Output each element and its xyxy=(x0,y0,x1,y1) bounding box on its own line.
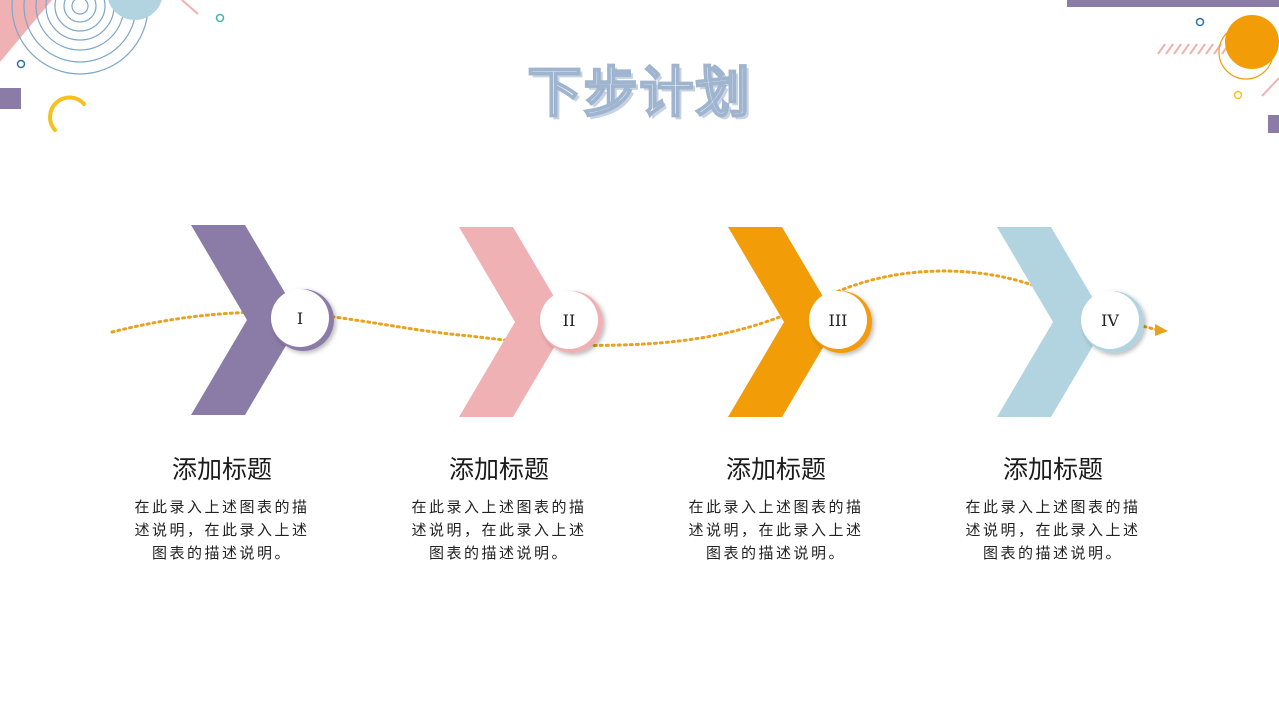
step-3-description: 在此录入上述图表的描述说明，在此录入上述图表的描述说明。 xyxy=(684,496,868,565)
step-2-heading: 添加标题 xyxy=(399,452,599,488)
step-2-chevron-group: II xyxy=(459,227,603,417)
step-1-chevron-group: I xyxy=(191,225,334,415)
dotted-connector-arrowhead xyxy=(1155,324,1168,336)
step-4-description: 在此录入上述图表的描述说明，在此录入上述图表的描述说明。 xyxy=(961,496,1145,565)
step-1-description: 在此录入上述图表的描述说明，在此录入上述图表的描述说明。 xyxy=(130,496,314,565)
step-2-description: 在此录入上述图表的描述说明，在此录入上述图表的描述说明。 xyxy=(407,496,591,565)
step-2-numeral: II xyxy=(563,311,576,330)
step-3-text-block: 添加标题 在此录入上述图表的描述说明，在此录入上述图表的描述说明。 xyxy=(676,452,876,565)
step-4-text-block: 添加标题 在此录入上述图表的描述说明，在此录入上述图表的描述说明。 xyxy=(953,452,1153,565)
step-3-numeral: III xyxy=(829,311,848,330)
step-2-text-block: 添加标题 在此录入上述图表的描述说明，在此录入上述图表的描述说明。 xyxy=(399,452,599,565)
step-4-chevron-group: IV xyxy=(997,227,1144,417)
step-1-text-block: 添加标题 在此录入上述图表的描述说明，在此录入上述图表的描述说明。 xyxy=(122,452,322,565)
step-1-numeral: I xyxy=(297,309,303,328)
step-1-heading: 添加标题 xyxy=(122,452,322,488)
step-4-heading: 添加标题 xyxy=(953,452,1153,488)
step-3-chevron-group: III xyxy=(728,227,872,417)
step-4-numeral: IV xyxy=(1101,311,1119,330)
step-3-heading: 添加标题 xyxy=(676,452,876,488)
